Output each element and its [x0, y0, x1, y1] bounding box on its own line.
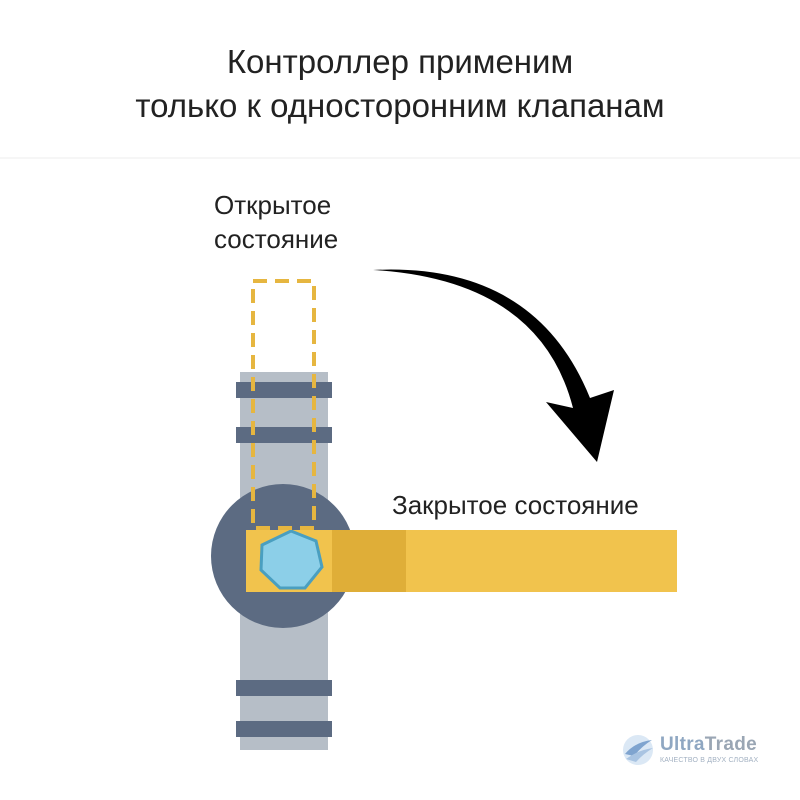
brand-logo-icon — [623, 735, 653, 765]
brand-watermark: UltraTrade КАЧЕСТВО В ДВУХ СЛОВАХ — [620, 732, 790, 772]
divider — [0, 157, 800, 159]
brand-name: UltraTrade — [660, 734, 757, 756]
pipe-ring-bottom-2 — [236, 721, 332, 737]
rotation-arrow — [373, 269, 614, 462]
title-line-1: Контроллер применим — [226, 43, 574, 80]
handle-closed-shade — [332, 530, 406, 592]
pipe-ring-bottom-1 — [236, 680, 332, 696]
pipe-ring-top-1 — [236, 382, 332, 398]
brand-name-part-2: Trade — [704, 734, 757, 755]
open-state-label-line-1: Открытое — [214, 190, 332, 220]
title-line-2: только к односторонним клапанам — [135, 87, 665, 124]
open-state-label-line-2: состояние — [214, 224, 339, 254]
handle-open-outline — [251, 279, 316, 530]
closed-state-label: Закрытое состояние — [392, 490, 639, 520]
open-state-label: Открытое состояние — [214, 188, 338, 256]
brand-name-part-1: Ultra — [660, 734, 705, 755]
valve-nut — [259, 529, 324, 590]
pipe-ring-top-2 — [236, 427, 332, 443]
page-title: Контроллер применим только к односторонн… — [0, 40, 800, 128]
brand-slogan: КАЧЕСТВО В ДВУХ СЛОВАХ — [660, 757, 759, 764]
